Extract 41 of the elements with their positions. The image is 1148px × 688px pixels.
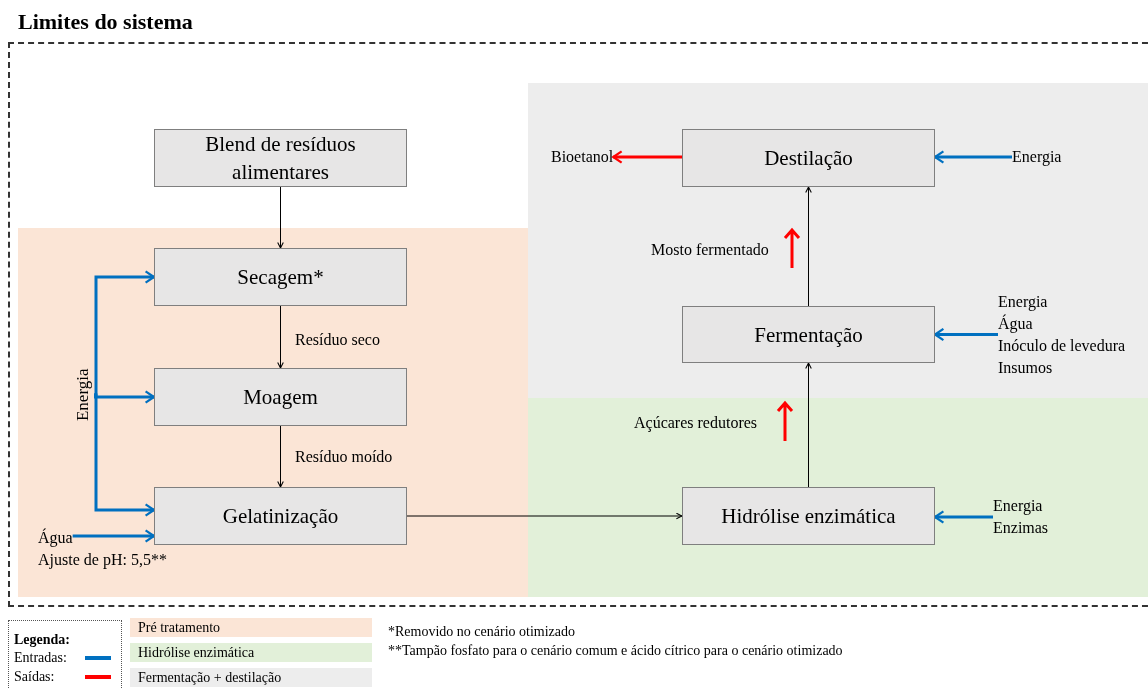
arrow [805,186,812,307]
edge-label: Resíduo seco [295,330,380,350]
arrow [933,327,998,342]
process-box: Gelatinização [154,487,407,545]
arrow [277,425,284,488]
legend-swatch: Hidrólise enzimática [130,643,372,662]
flow-label: Bioetanol [551,146,614,168]
boundary-heading: Limites do sistema [18,8,193,36]
edge-label: Resíduo moído [295,447,393,467]
legend-swatch: Fermentação + destilação [130,668,372,687]
note-text: Ajuste de pH: 5,5** [38,550,167,571]
legend-text: Saídas: [14,668,55,686]
input-label: Energia [70,355,94,435]
arrow [933,150,1012,164]
process-box: Hidrólise enzimática [682,487,935,545]
arrow [612,150,682,164]
footnote: *Removido no cenário otimizado [388,623,575,641]
legend-swatch: Pré tratamento [130,618,372,637]
edge-label: Mosto fermentado [651,240,769,260]
flow-label: Energia Água Inóculo de levedura Insumos [998,291,1126,379]
arrow [406,512,683,520]
legend-title: Legenda: [14,631,70,649]
footnote: **Tampão fosfato para o cenário comum e ácido cítrico para o cenário otimizado [388,642,843,660]
flow-label: Água [38,527,73,549]
flow-label: Energia Enzimas [993,495,1049,539]
arrow [93,270,156,397]
process-box: Fermentação [682,306,935,363]
process-box: Destilação [682,129,935,187]
flow-label: Energia [1012,146,1062,168]
process-box: Blend de resíduos alimentares [154,129,407,187]
arrow [277,186,284,249]
edge-label: Açúcares redutores [634,413,758,433]
arrow [94,390,156,404]
process-box: Secagem* [154,248,407,306]
legend-text: Entradas: [14,649,67,667]
arrow [805,362,812,488]
arrow [277,305,284,369]
arrow [93,393,156,517]
arrow [933,510,993,524]
arrow [72,529,156,543]
process-box: Moagem [154,368,407,426]
